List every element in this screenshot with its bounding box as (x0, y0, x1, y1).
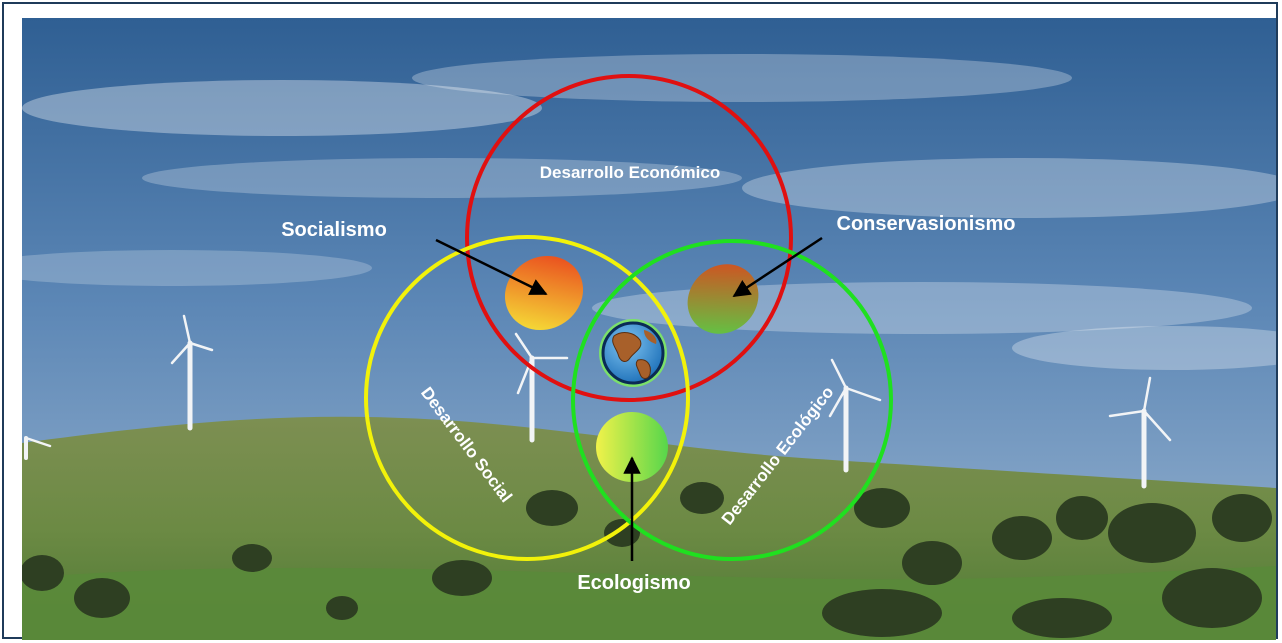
ecological-circle (571, 239, 893, 561)
ecologismo-region (596, 412, 668, 482)
wind-turbines (24, 314, 1172, 489)
economic-label: Desarrollo Económico (540, 163, 720, 182)
conservacionismo-label: Conservasionismo (837, 213, 1016, 235)
socialismo-label: Socialismo (281, 219, 387, 241)
ecologismo-label: Ecologismo (577, 572, 690, 594)
socialismo-arrow (435, 238, 548, 296)
conservacionismo-arrow (732, 236, 823, 298)
turbine (24, 436, 52, 460)
trees (22, 482, 1272, 638)
diagram-canvas: Desarrollo Económico Desarrollo Social D… (22, 18, 1276, 640)
economic-circle (465, 74, 793, 402)
globe-icon (599, 319, 667, 387)
turbine (170, 314, 214, 431)
foreground-field (22, 566, 1276, 640)
turbine (1108, 376, 1172, 489)
social-circle (364, 235, 690, 561)
turbine (828, 358, 882, 473)
wind-farm-background: Desarrollo Económico Desarrollo Social D… (22, 18, 1276, 640)
